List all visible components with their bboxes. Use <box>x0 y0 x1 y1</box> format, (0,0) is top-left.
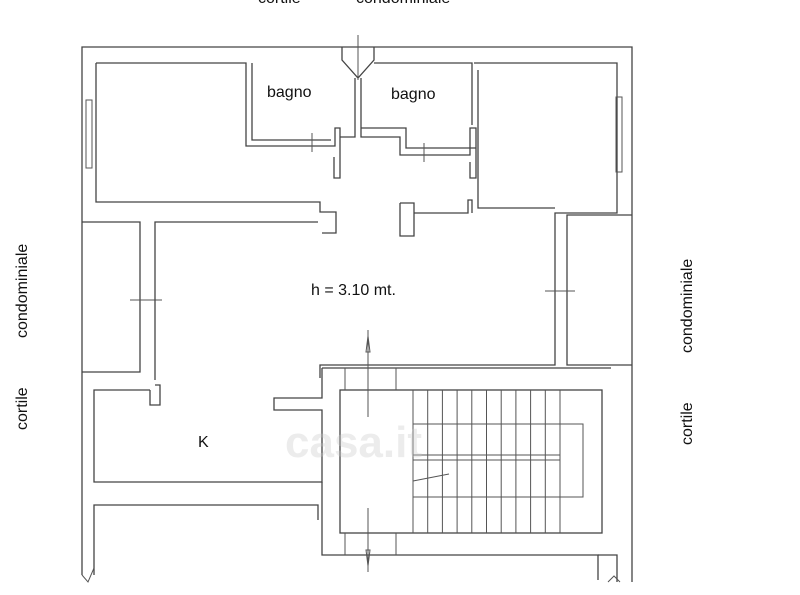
bathroom-2-wall <box>374 62 473 125</box>
stairwell-wall <box>321 482 599 580</box>
window-right <box>615 96 623 173</box>
outer-wall <box>81 46 633 582</box>
label-ceiling-height: h = 3.10 mt. <box>311 282 396 299</box>
label-right-condominiale: condominiale <box>679 258 696 353</box>
outer-wall-inner-right <box>598 554 618 582</box>
arrow-down-icon <box>365 549 371 567</box>
stair-treads <box>412 390 561 533</box>
middle-room-wall <box>154 221 318 380</box>
kitchen-wall <box>93 368 323 483</box>
bathroom-2-wall <box>361 127 476 149</box>
outer-wall-inner-left <box>93 504 319 575</box>
closet-right <box>566 214 632 366</box>
watermark: casa.it <box>285 418 422 467</box>
label-bathroom-2: bagno <box>391 86 436 103</box>
break-symbol <box>607 575 621 583</box>
central-wall <box>340 78 356 138</box>
closet-left <box>82 221 141 373</box>
label-kitchen: K <box>198 434 209 451</box>
label-top-condominiale: condominiale <box>356 0 450 8</box>
room-right-top <box>319 62 618 378</box>
label-right-cortile: cortile <box>679 402 696 445</box>
bathroom-1-wall <box>251 63 331 141</box>
stair-direction <box>412 473 450 482</box>
label-left-cortile: cortile <box>14 387 31 430</box>
stairwell-landing <box>339 389 603 534</box>
label-bathroom-1: bagno <box>267 84 312 101</box>
hall-wall <box>414 199 473 214</box>
room-left-top-wall <box>95 63 337 234</box>
room-left-top <box>96 62 341 179</box>
arrow-up-icon <box>365 335 371 353</box>
label-left-condominiale: condominiale <box>14 243 31 338</box>
break-symbol <box>81 567 95 583</box>
window-left <box>85 99 93 169</box>
central-wall <box>360 78 477 179</box>
label-top-cortile: cortile <box>258 0 301 8</box>
room-right-top-wall <box>477 70 555 209</box>
hall-wall <box>399 202 415 237</box>
kitchen-wall <box>149 384 161 406</box>
